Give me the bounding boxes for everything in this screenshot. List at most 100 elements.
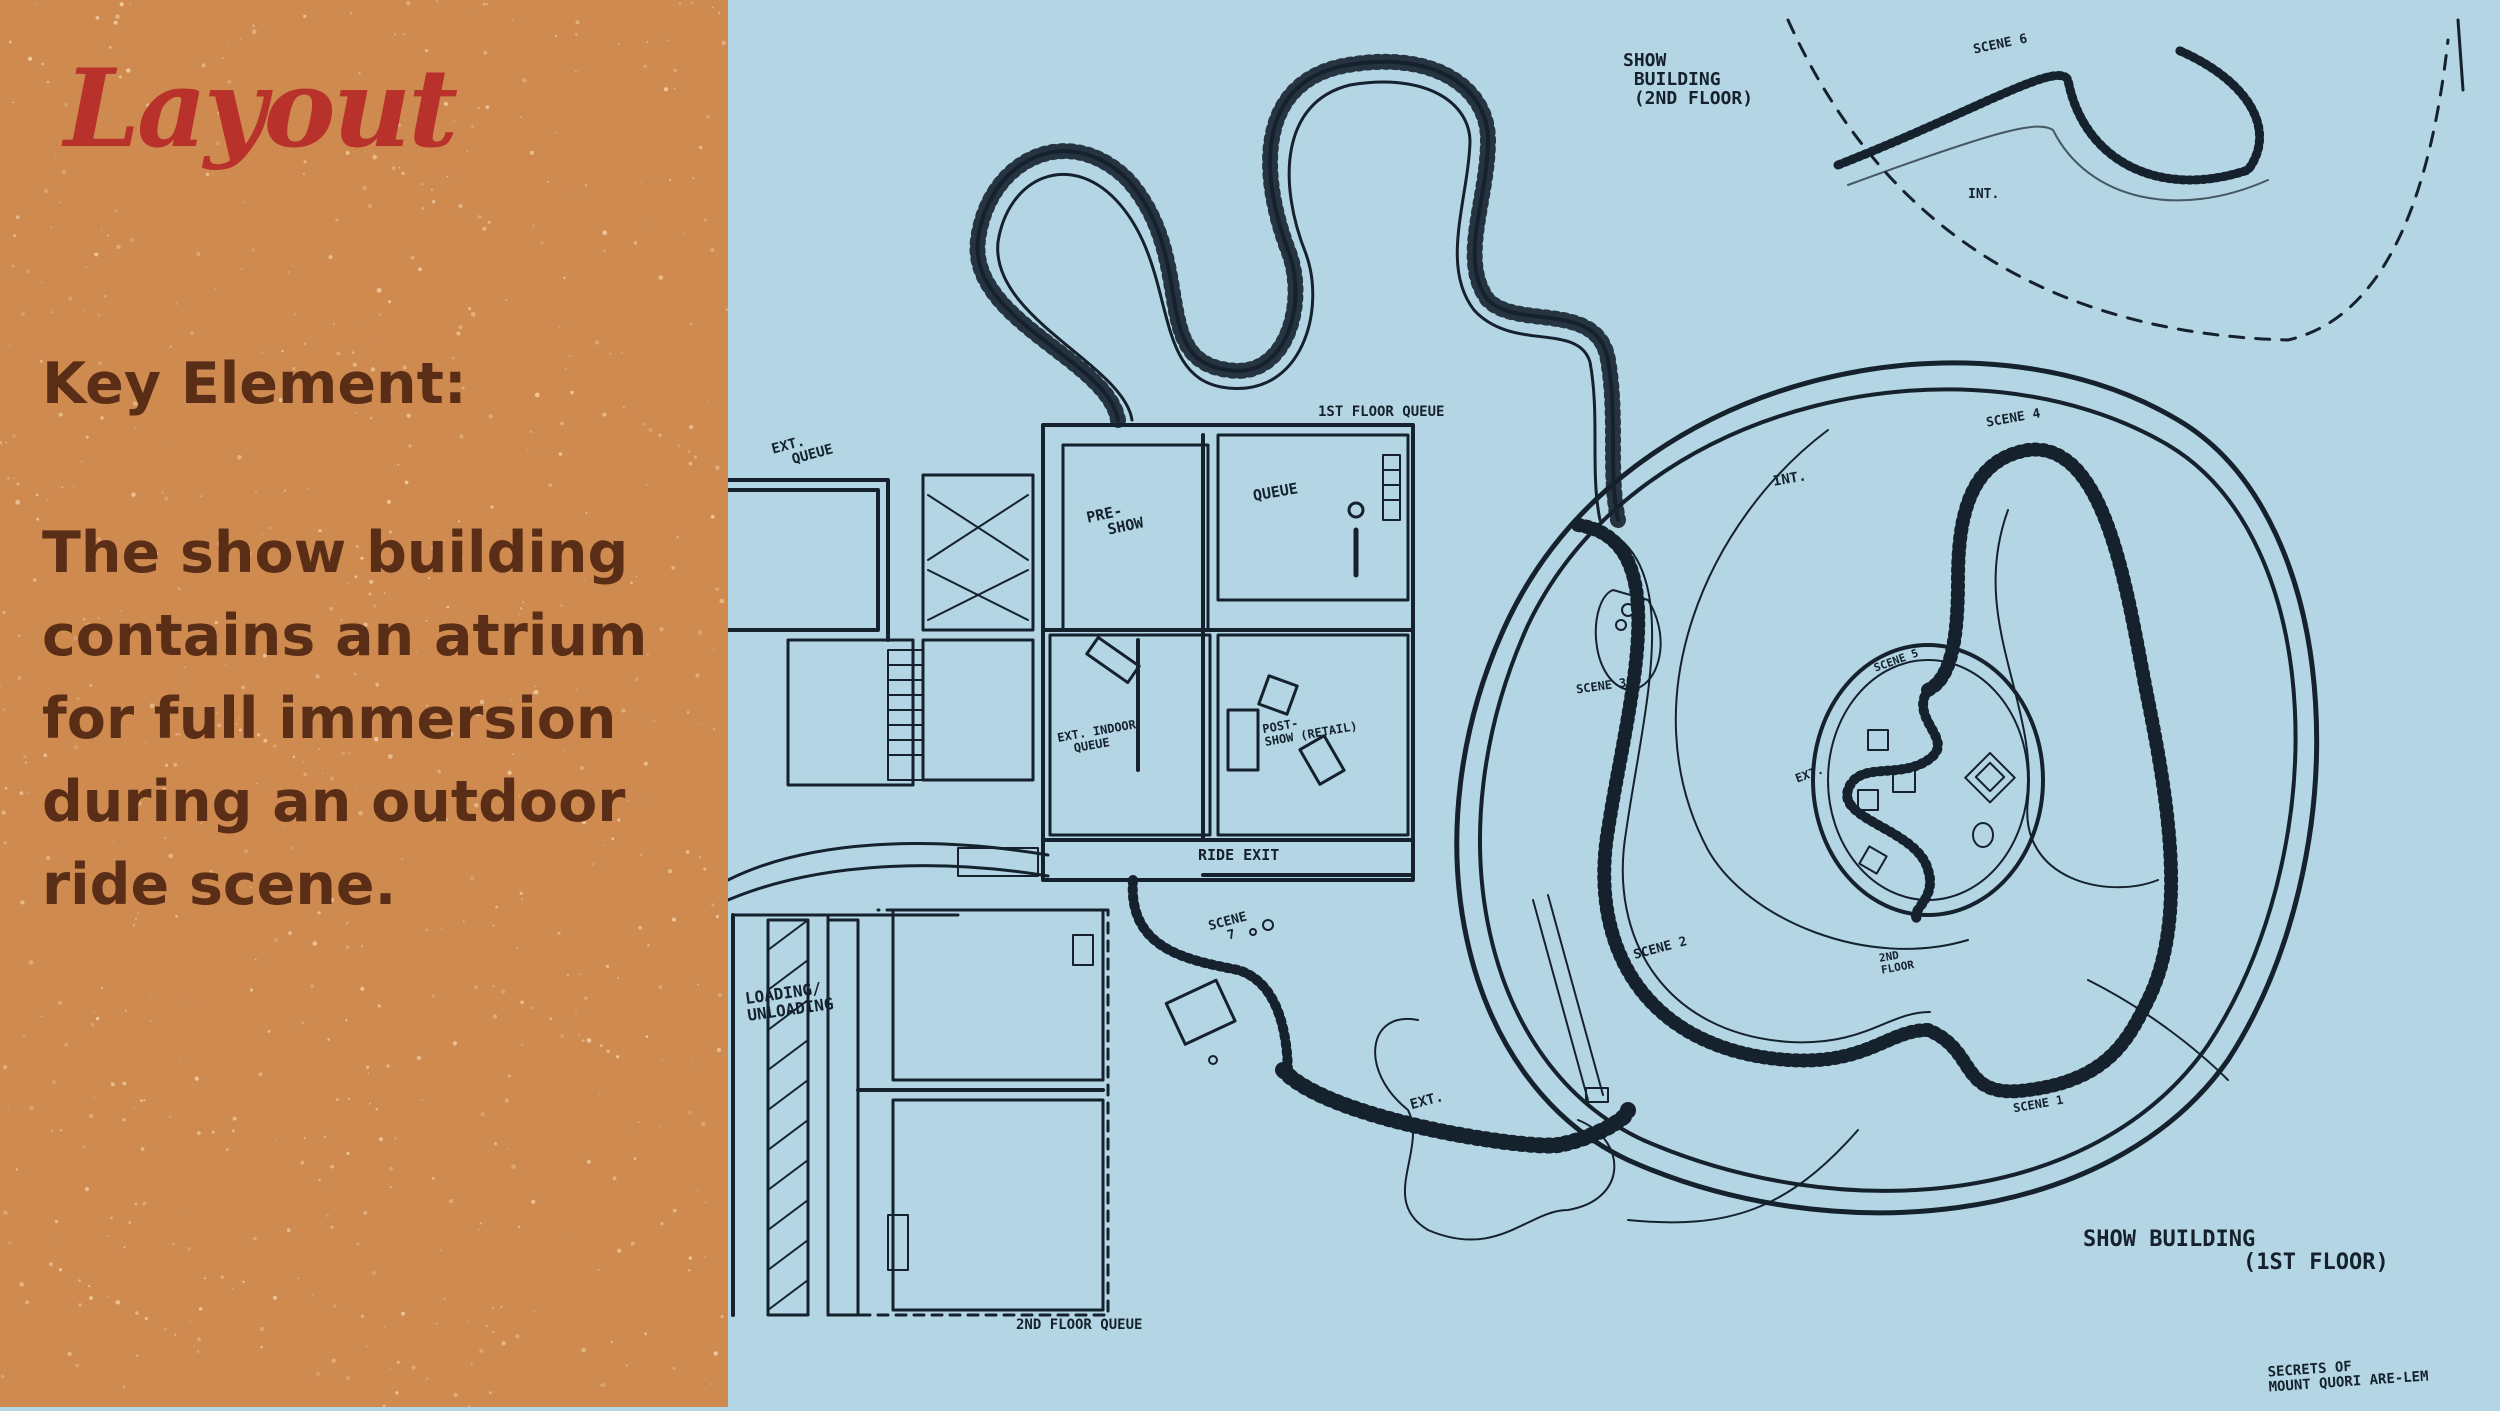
speckle — [199, 495, 203, 498]
speckle — [13, 234, 16, 237]
speckle — [431, 994, 436, 998]
speckle — [310, 984, 315, 989]
speckle — [4, 272, 6, 274]
speckle — [0, 684, 2, 687]
speckle — [594, 340, 600, 345]
speckle — [13, 477, 16, 480]
speckle — [135, 427, 137, 429]
speckle — [705, 114, 711, 119]
label-int-top: INT. — [1968, 187, 2000, 202]
speckle — [715, 465, 720, 471]
speckle — [638, 925, 643, 930]
speckle — [459, 555, 464, 560]
speckle — [258, 1072, 263, 1077]
speckle — [15, 215, 20, 220]
speckle — [0, 441, 3, 445]
speckle — [378, 313, 381, 316]
speckle — [286, 1228, 291, 1233]
speckle — [401, 171, 405, 176]
speckle — [621, 352, 623, 354]
speckle — [426, 704, 428, 707]
speckle — [364, 151, 366, 153]
speckle — [394, 1136, 397, 1140]
speckle — [241, 685, 246, 690]
speckle — [336, 351, 341, 356]
speckle — [212, 173, 215, 175]
speckle — [360, 556, 364, 560]
speckle — [446, 605, 450, 609]
speckle — [435, 1322, 438, 1325]
speckle — [436, 0, 438, 3]
speckle — [128, 1221, 132, 1225]
speckle — [574, 191, 577, 194]
speckle — [688, 461, 693, 466]
speckle — [396, 1360, 400, 1364]
speckle — [405, 1, 411, 6]
speckle — [485, 105, 490, 109]
speckle — [569, 1234, 571, 1237]
speckle — [3, 1210, 8, 1215]
speckle — [130, 238, 135, 242]
speckle — [640, 854, 643, 856]
speckle — [63, 102, 69, 107]
speckle — [495, 905, 499, 909]
speckle — [617, 818, 621, 822]
speckle — [369, 579, 374, 584]
speckle — [383, 592, 386, 594]
speckle — [633, 241, 638, 245]
speckle — [354, 879, 357, 881]
speckle — [546, 181, 549, 183]
speckle — [90, 1022, 95, 1028]
speckle — [376, 287, 382, 293]
speckle-texture — [0, 0, 728, 1407]
speckle — [48, 1262, 53, 1267]
speckle — [73, 744, 79, 750]
speckle — [2, 610, 6, 615]
speckle — [690, 1, 693, 4]
speckle — [97, 313, 101, 317]
speckle — [697, 723, 700, 725]
speckle — [280, 95, 282, 98]
speckle — [95, 1016, 100, 1021]
speckle — [115, 1300, 121, 1305]
speckle — [303, 342, 307, 346]
speckle — [358, 810, 363, 816]
speckle — [715, 587, 720, 592]
speckle — [58, 412, 63, 417]
speckle — [598, 1093, 601, 1096]
speckle — [507, 1148, 509, 1150]
speckle — [123, 1246, 126, 1249]
speckle — [108, 45, 112, 49]
speckle — [697, 1190, 699, 1192]
speckle — [164, 1328, 167, 1331]
speckle — [15, 499, 21, 505]
speckle — [132, 924, 135, 927]
speckle — [82, 617, 86, 621]
speckle — [625, 1134, 627, 1136]
speckle — [474, 803, 479, 808]
speckle — [168, 853, 174, 859]
speckle — [492, 1330, 495, 1333]
speckle — [293, 312, 297, 316]
speckle — [566, 974, 569, 977]
speckle — [43, 753, 47, 757]
speckle — [318, 529, 322, 533]
speckle — [360, 945, 364, 948]
speckle — [76, 697, 80, 700]
speckle — [601, 1383, 606, 1388]
speckle — [449, 732, 454, 737]
speckle — [583, 579, 586, 581]
speckle — [206, 706, 210, 710]
speckle — [404, 480, 409, 485]
speckle — [344, 139, 348, 143]
speckle — [36, 3, 38, 5]
speckle — [27, 56, 33, 61]
speckle — [591, 862, 595, 866]
speckle — [437, 769, 442, 774]
speckle — [164, 837, 167, 840]
speckle — [671, 917, 676, 922]
speckle — [281, 350, 284, 353]
speckle — [487, 220, 491, 224]
speckle — [142, 1201, 147, 1206]
speckle — [132, 401, 138, 406]
